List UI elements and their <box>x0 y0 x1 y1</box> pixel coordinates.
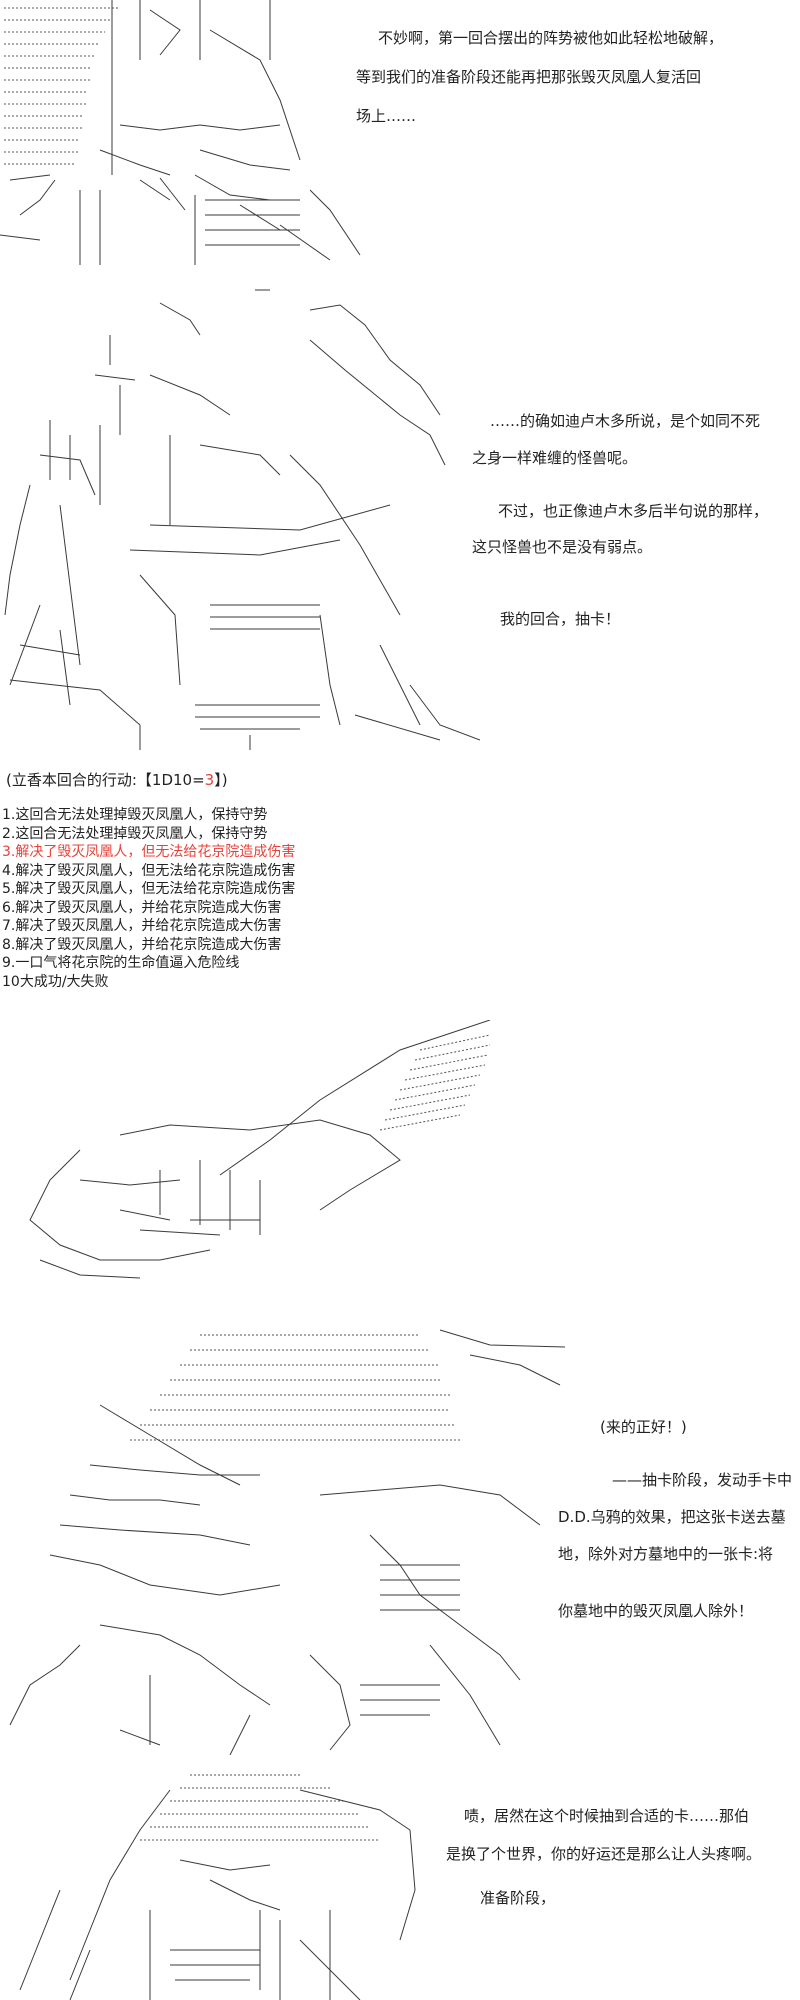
action-option: 9.一口气将花京院的生命值逼入危险线 <box>2 955 240 971</box>
speech-line: D.D.乌鸦的效果，把这张卡送去墓 <box>558 1508 786 1526</box>
narration-line: ……的确如迪卢木多所说，是个如同不死 <box>490 412 761 430</box>
ascii-art-figure-4 <box>0 1770 430 2000</box>
ascii-art-figure-3 <box>0 1325 575 1755</box>
narration-line: 我的回合，抽卡！ <box>500 610 621 628</box>
panel-4: (来的正好！) ——抽卡阶段，发动手卡中 D.D.乌鸦的效果，把这张卡送去墓 地… <box>0 1325 800 1760</box>
action-option: 3.解决了毁灭凤凰人，但无法给花京院造成伤害 <box>2 844 296 860</box>
ascii-art-figure-1 <box>0 0 370 265</box>
action-option: 2.这回合无法处理掉毁灭凤凰人，保持守势 <box>2 825 268 842</box>
narration-line: 场上…… <box>356 107 417 125</box>
panel-1: 不妙啊，第一回合摆出的阵势被他如此轻松地破解， 等到我们的准备阶段还能再把那张毁… <box>0 0 800 270</box>
panel-3 <box>0 1020 800 1290</box>
panel-5: 啧，居然在这个时候抽到合适的卡……那伯 是换了个世界，你的好运还是那么让人头疼啊… <box>0 1770 800 2000</box>
narration-line: 不过，也正像迪卢木多后半句说的那样， <box>498 502 769 520</box>
speech-line: 准备阶段， <box>480 1889 556 1907</box>
action-option: 6.解决了毁灭凤凰人，并给花京院造成大伤害 <box>2 899 282 916</box>
narration-line: 之身一样难缠的怪兽呢。 <box>472 449 638 467</box>
speech-line: 地，除外对方墓地中的一张卡:将 <box>558 1545 774 1563</box>
action-roll-prefix: (立香本回合的行动:【1D10= <box>6 771 205 789</box>
action-option: 1.这回合无法处理掉毁灭凤凰人，保持守势 <box>2 807 268 823</box>
action-option: 4.解决了毁灭凤凰人，但无法给花京院造成伤害 <box>2 862 296 879</box>
speech-line: 是换了个世界，你的好运还是那么让人头疼啊。 <box>446 1845 762 1863</box>
speech-line: 你墓地中的毁灭凤凰人除外！ <box>558 1602 754 1620</box>
narration-line: 这只怪兽也不是没有弱点。 <box>472 538 653 556</box>
panel-2: ……的确如迪卢木多所说，是个如同不死 之身一样难缠的怪兽呢。 不过，也正像迪卢木… <box>0 285 800 755</box>
narration-line: 等到我们的准备阶段还能再把那张毁灭凤凰人复活回 <box>356 68 702 86</box>
action-option: 8.解决了毁灭凤凰人，并给花京院造成大伤害 <box>2 936 282 953</box>
action-roll-value: 3 <box>204 771 215 789</box>
speech-line: ——抽卡阶段，发动手卡中 <box>612 1471 793 1489</box>
speech-line: 啧，居然在这个时候抽到合适的卡……那伯 <box>464 1807 750 1825</box>
action-option: 7.解决了毁灭凤凰人，并给花京院造成大伤害 <box>2 918 282 934</box>
ascii-art-figure-2 <box>0 285 480 750</box>
action-option: 5.解决了毁灭凤凰人，但无法给花京院造成伤害 <box>2 881 296 897</box>
action-roll-suffix: 】) <box>214 771 228 789</box>
narration-line: 不妙啊，第一回合摆出的阵势被他如此轻松地破解， <box>378 29 724 47</box>
action-options-list: 1.这回合无法处理掉毁灭凤凰人，保持守势 2.这回合无法处理掉毁灭凤凰人，保持守… <box>2 806 295 991</box>
ascii-art-hand <box>20 1020 510 1285</box>
speech-line: (来的正好！) <box>600 1418 687 1436</box>
action-roll-header: (立香本回合的行动:【1D10=3】) <box>6 770 228 790</box>
action-option: 10大成功/大失败 <box>2 973 109 990</box>
